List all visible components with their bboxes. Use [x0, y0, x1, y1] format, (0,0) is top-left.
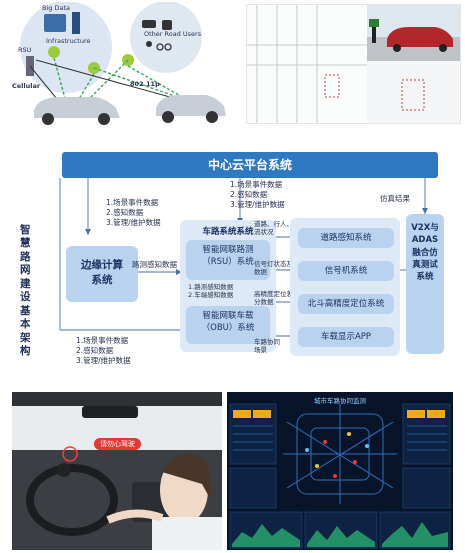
face-detect-marker	[62, 446, 78, 462]
car-interior-graphic	[12, 392, 222, 550]
top-data-list: 1.场景事件数据 2.感知数据 3.管理/维护数据	[230, 180, 285, 210]
left-data-list: 1.场景事件数据 2.感知数据 3.管理/维护数据	[106, 198, 161, 228]
bottom-data-list: 1.场景事件数据 2.感知数据 3.管理/维护数据	[76, 336, 131, 366]
cellular-label: Cellular	[12, 82, 41, 90]
infrastructure-cloud	[20, 2, 112, 93]
big-data-label: Big Data	[42, 4, 70, 12]
v2x-graphic	[20, 2, 226, 125]
red-car-icon	[387, 27, 453, 47]
signal-label: 信号灯状态及数据	[254, 260, 293, 277]
side-title: 智慧路网建设基本架构	[20, 224, 31, 357]
car-right	[156, 95, 226, 116]
rsu-data-list: 1.路测感知数据 2.车端感知数据	[188, 283, 234, 300]
signal-system: 信号机系统	[298, 261, 394, 281]
cloud-platform: 中心云平台系统	[62, 152, 438, 178]
rsu-label: RSU	[18, 46, 32, 54]
road-system-title: 车路系统系统	[202, 227, 254, 237]
infrastructure-label: Infrastructure	[46, 37, 91, 45]
left-list-panel	[229, 467, 277, 509]
edge-computing-system: 边缘计算系统	[66, 246, 138, 302]
bicycle-icon	[156, 43, 164, 51]
big-data-icon	[44, 14, 66, 32]
road-perception-system: 道路感知系统	[298, 228, 394, 248]
road-lanes	[247, 5, 367, 123]
detected-vehicle-box	[324, 74, 340, 98]
other-road-users-label: Other Road Users	[144, 30, 202, 38]
road-perception-data-label: 路测感知数据	[132, 260, 177, 269]
architecture-diagram: 智慧路网建设基本架构 中心云平台系统 1	[0, 140, 465, 385]
beidou-positioning-system: 北斗高精度定位系统	[298, 294, 394, 314]
simulation-panel	[246, 4, 461, 124]
pedestrian-icon	[146, 41, 152, 47]
protocol-label: 802.11p	[130, 80, 160, 88]
server-icon	[72, 12, 80, 34]
vehicle-label: 车路协同场景	[254, 338, 280, 355]
pedestrian-icon	[372, 23, 376, 43]
city-road-map	[283, 404, 397, 504]
camera-icon	[57, 463, 71, 477]
v2x-illustration: Big Data Infrastructure Other Road Users…	[6, 2, 234, 130]
traffic-label: 道路、行人、交通流状况	[254, 220, 306, 237]
vehicle-display-app: 车载显示APP	[298, 327, 394, 347]
road-system-panel: 车路系统系统 智能网联路测（RSU）系统 1.路测感知数据 2.车端感知数据 智…	[180, 220, 276, 352]
simulation-graphic	[247, 5, 460, 123]
position-label: 高精度定位差分数据	[254, 290, 293, 307]
rear-mirror	[82, 406, 138, 418]
incident-markers	[323, 440, 357, 478]
v2x-adas-system: V2X与ADAS融合仿真测试系统	[406, 214, 444, 354]
road-users-cloud	[130, 2, 202, 73]
bus-icon	[162, 20, 172, 30]
rsu-system-box: 智能网联路测（RSU）系统	[186, 240, 270, 280]
dashboard-title: 城市车路协同监测	[314, 397, 366, 405]
car-interior-photo: 请勿心驾驶	[12, 392, 222, 550]
right-list-panel	[402, 467, 451, 509]
car-left	[34, 97, 120, 118]
car-icon	[142, 20, 156, 28]
sim-result-label: 仿真结果	[380, 194, 410, 203]
node-icon	[48, 46, 60, 58]
hud-warning: 请勿心驾驶	[94, 438, 141, 450]
bottom-charts	[229, 511, 451, 549]
obu-system-box: 智能网联车载（OBU）系统	[186, 306, 270, 344]
dashboard-graphic	[229, 403, 451, 549]
monitor-dashboard: 城市车路协同监测	[227, 392, 453, 550]
steering-wheel	[26, 464, 118, 536]
